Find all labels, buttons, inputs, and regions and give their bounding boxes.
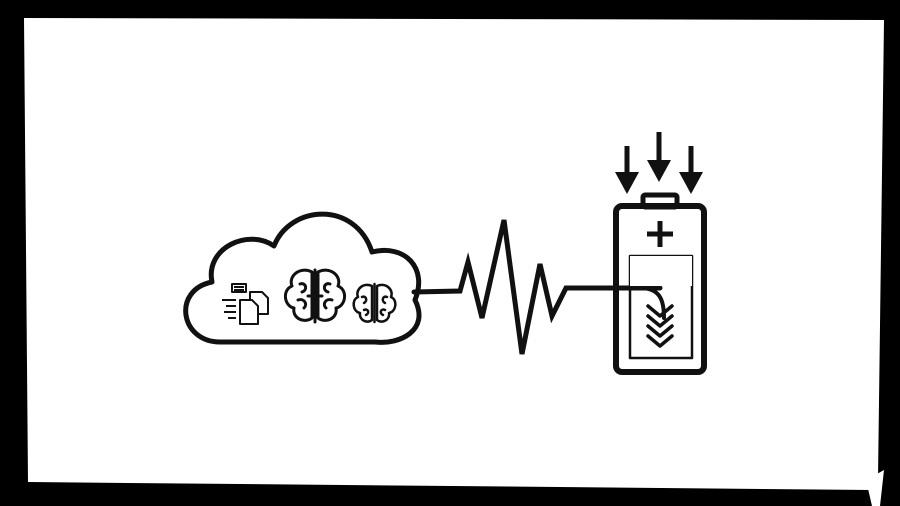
battery-icon	[613, 192, 707, 375]
white-panel	[24, 18, 884, 490]
down-arrow-icon	[615, 146, 639, 194]
cloud-icon	[183, 211, 422, 345]
plus-icon	[647, 221, 673, 247]
chevron-down-icon	[646, 304, 674, 348]
document-stack-icon	[222, 283, 269, 325]
brain-icon	[284, 268, 346, 324]
panel-tear-edge	[866, 470, 884, 506]
down-arrow-icon	[679, 146, 703, 194]
heartbeat-line-icon	[411, 219, 663, 355]
brain-icon	[352, 282, 397, 324]
down-arrow-icon	[647, 132, 671, 182]
